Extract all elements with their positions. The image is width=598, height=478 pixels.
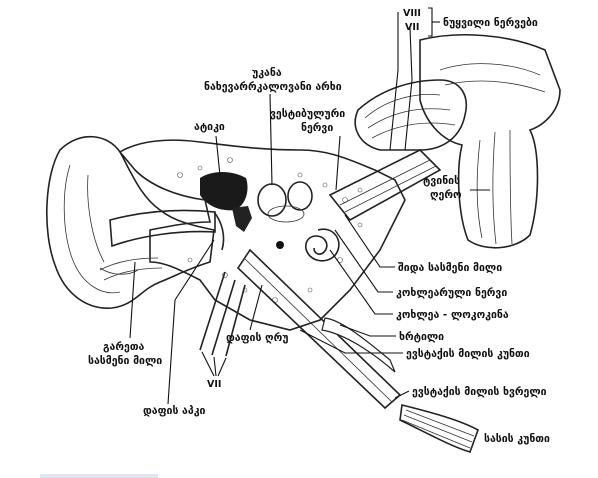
auricle: [45, 135, 215, 309]
labels: VIII VII ნუყვილი ნერვები უკანა ნახევარრკ…: [88, 7, 550, 445]
label-eustachian-muscle: ევსტაქის მილის კუნთი: [406, 348, 530, 360]
eustachian-tube: [236, 248, 402, 410]
stapes-footplate: [276, 241, 284, 249]
facial-nerve-cord-3: [225, 284, 246, 357]
label-tympanic-cavity: დაფის ღრუ: [226, 332, 288, 344]
cochlea-spiral: [304, 228, 340, 262]
tympanic-membrane: [213, 211, 225, 251]
cartilage-strip: [321, 317, 396, 373]
ear-illustration: [45, 34, 561, 453]
label-brainstem-1: ტვინის: [423, 175, 460, 187]
internal-auditory-canal: [328, 149, 442, 222]
bottom-strip-segment: [40, 474, 158, 478]
temporal-bone: [118, 139, 406, 331]
label-vestibular-nerve-1: ვესტიბულური: [270, 108, 345, 120]
label-posterior-canal-2: ნახევარრკალოვანი არხი: [204, 81, 342, 93]
label-internal-auditory-canal: შიდა სასმენი მილი: [398, 262, 502, 274]
label-cranial-vii: VII: [405, 22, 419, 33]
facial-nerve-cord-1: [199, 271, 226, 351]
external-canal: [109, 209, 216, 248]
label-posterior-canal-1: უკანა: [252, 67, 282, 79]
bottom-strip: [0, 474, 598, 478]
label-external-canal-1: გარეთა: [103, 341, 145, 353]
semicircular-canal-lateral: [287, 181, 313, 211]
label-eustachian-opening: ევსტაქის მილის ხვრელი: [412, 386, 547, 398]
attic-region: [200, 172, 248, 211]
label-vestibular-nerve-2: ნერვი: [301, 122, 333, 134]
brainstem: [419, 34, 561, 249]
semicircular-canal-posterior: [257, 183, 287, 217]
label-external-canal-2: სასმენი მილი: [88, 355, 162, 367]
label-eardrum: დაფის აპკი: [143, 405, 206, 417]
label-cranial-nerves: ნუყვილი ნერვები: [443, 17, 538, 29]
ossicles: [232, 206, 252, 232]
nerve-bundle: [354, 79, 467, 151]
facial-nerve-cord-2: [211, 279, 236, 356]
label-cochlear-nerve: კოხლეარული ნერვი: [396, 287, 507, 299]
label-levator-muscle: სასის კუნთი: [484, 433, 550, 445]
label-cartilage: ხრტილი: [399, 331, 444, 343]
label-attic: ატიკი: [194, 121, 225, 133]
label-cochlea: კოხლეა - ლოკოკინა: [396, 309, 509, 321]
label-cranial-viii: VIII: [403, 8, 421, 19]
label-seventh-nerve: VII: [207, 379, 221, 390]
palatal-muscle: [399, 404, 479, 453]
label-brainstem-2: ღერო: [430, 189, 462, 201]
